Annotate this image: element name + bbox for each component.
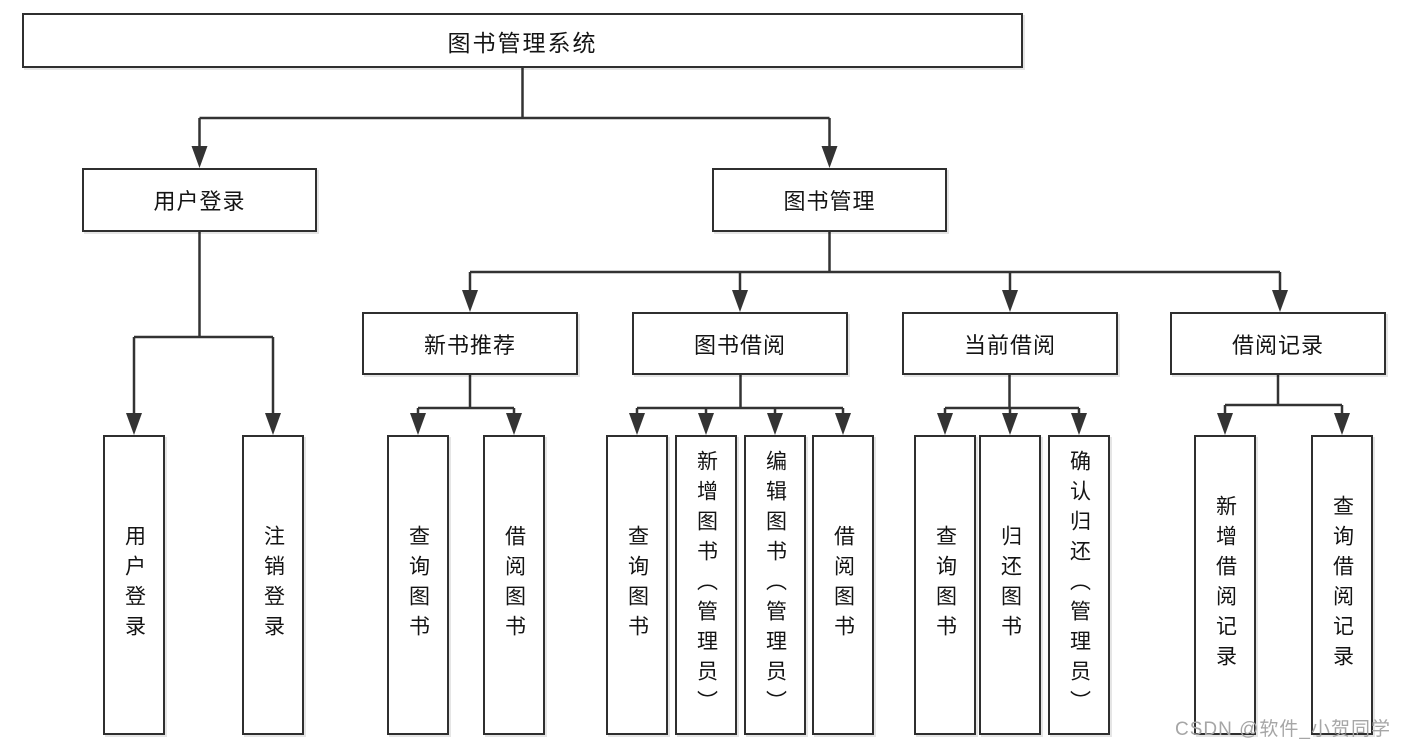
node-root-label: 图书管理系统 bbox=[447, 29, 598, 56]
node-user-login: 用户登录 bbox=[82, 168, 317, 232]
leaf-borrow-books-borrowing: 借阅图书 bbox=[812, 435, 874, 735]
leaf-query-books-current-label: 查询图书 bbox=[933, 525, 957, 645]
leaf-borrow-books-recommend: 借阅图书 bbox=[483, 435, 545, 735]
leaf-logout-label: 注销登录 bbox=[261, 525, 285, 645]
node-current-borrowing-label: 当前借阅 bbox=[963, 332, 1056, 358]
leaf-query-borrow-record: 查询借阅记录 bbox=[1311, 435, 1373, 735]
leaf-return-book: 归还图书 bbox=[979, 435, 1041, 735]
leaf-add-book-admin-label: 新增图书（管理员） bbox=[694, 450, 718, 720]
node-book-management-label: 图书管理 bbox=[783, 189, 876, 214]
leaf-add-book-admin: 新增图书（管理员） bbox=[675, 435, 737, 735]
node-root: 图书管理系统 bbox=[22, 13, 1023, 68]
node-current-borrowing: 当前借阅 bbox=[902, 312, 1118, 375]
leaf-query-borrow-record-label: 查询借阅记录 bbox=[1330, 495, 1354, 675]
leaf-return-book-label: 归还图书 bbox=[998, 525, 1022, 645]
node-book-borrowing-label: 图书借阅 bbox=[693, 332, 786, 358]
leaf-query-books-borrowing-label: 查询图书 bbox=[625, 525, 649, 645]
leaf-query-books-recommend-label: 查询图书 bbox=[406, 525, 430, 645]
leaf-user-login-label: 用户登录 bbox=[122, 525, 146, 645]
node-book-borrowing: 图书借阅 bbox=[632, 312, 848, 375]
leaf-borrow-books-recommend-label: 借阅图书 bbox=[502, 525, 526, 645]
node-user-login-label: 用户登录 bbox=[153, 189, 246, 214]
leaf-query-books-current: 查询图书 bbox=[914, 435, 976, 735]
leaf-query-books-borrowing: 查询图书 bbox=[606, 435, 668, 735]
leaf-edit-book-admin: 编辑图书（管理员） bbox=[744, 435, 806, 735]
leaf-add-borrow-record: 新增借阅记录 bbox=[1194, 435, 1256, 735]
leaf-edit-book-admin-label: 编辑图书（管理员） bbox=[763, 450, 787, 720]
node-borrowing-records-label: 借阅记录 bbox=[1231, 332, 1324, 358]
node-new-book-recommendation: 新书推荐 bbox=[362, 312, 578, 375]
node-new-book-recommendation-label: 新书推荐 bbox=[423, 332, 516, 358]
leaf-borrow-books-borrowing-label: 借阅图书 bbox=[831, 525, 855, 645]
leaf-query-books-recommend: 查询图书 bbox=[387, 435, 449, 735]
leaf-user-login: 用户登录 bbox=[103, 435, 165, 735]
watermark: CSDN @软件_小贺同学 bbox=[1175, 719, 1391, 740]
leaf-confirm-return-admin: 确认归还（管理员） bbox=[1048, 435, 1110, 735]
leaf-logout: 注销登录 bbox=[242, 435, 304, 735]
leaf-confirm-return-admin-label: 确认归还（管理员） bbox=[1067, 450, 1091, 720]
node-borrowing-records: 借阅记录 bbox=[1170, 312, 1386, 375]
node-book-management: 图书管理 bbox=[712, 168, 947, 232]
leaf-add-borrow-record-label: 新增借阅记录 bbox=[1213, 495, 1237, 675]
